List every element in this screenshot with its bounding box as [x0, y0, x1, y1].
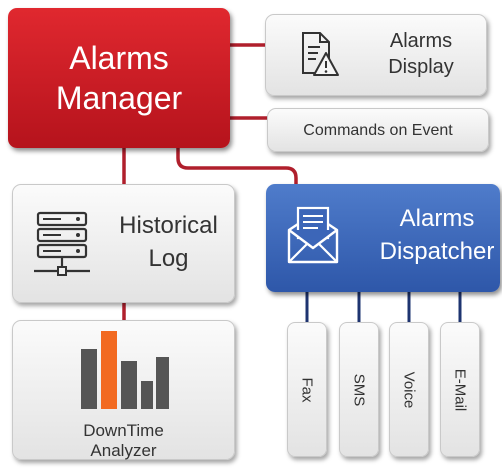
server-monitor-icon — [34, 211, 90, 276]
alarms-dispatcher-label: Alarms Dispatcher — [379, 205, 495, 265]
historical-log-box: Historical Log — [12, 184, 235, 303]
channel-sms-box: SMS — [339, 322, 379, 457]
alarms-dispatcher-box: Alarms Dispatcher — [266, 184, 500, 292]
channel-fax-label: Fax — [298, 376, 316, 403]
downtime-analyzer-label: DownTime Analyzer — [83, 421, 164, 460]
commands-on-event-box: Commands on Event — [267, 108, 489, 152]
channel-fax-box: Fax — [287, 322, 327, 457]
channel-email-box: E-Mail — [440, 322, 480, 457]
historical-log-label: Historical Log — [119, 212, 218, 272]
bar-chart-icon — [81, 331, 169, 409]
downtime-analyzer-box: DownTime Analyzer — [12, 320, 235, 460]
connector-manager-dispatcher — [176, 148, 298, 187]
channel-email-label: E-Mail — [451, 368, 469, 411]
commands-on-event-label: Commands on Event — [303, 122, 453, 139]
document-warning-icon — [302, 32, 339, 76]
channel-voice-box: Voice — [389, 322, 429, 457]
envelope-icon — [287, 206, 339, 264]
alarms-manager-label: Alarms Manager — [55, 40, 183, 116]
channel-sms-label: SMS — [350, 373, 368, 406]
alarms-display-box: Alarms Display — [265, 14, 487, 96]
channel-voice-label: Voice — [400, 371, 418, 408]
alarms-display-label: Alarms Display — [388, 30, 454, 78]
alarms-manager-box: Alarms Manager — [8, 8, 230, 148]
